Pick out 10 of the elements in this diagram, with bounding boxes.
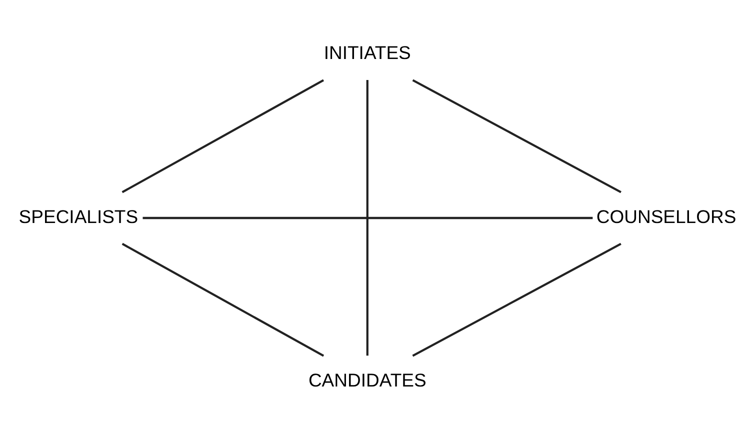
connector [412,242,622,356]
connector [366,80,368,356]
node-text: INITIATES [324,42,411,63]
node-text: SPECIALISTS [18,205,138,226]
connector [122,242,324,356]
connector [412,78,622,193]
connector [142,216,593,219]
connector [122,78,324,193]
node-text: COUNSELLORS [596,205,736,226]
node-text: CANDIDATES [308,369,426,390]
